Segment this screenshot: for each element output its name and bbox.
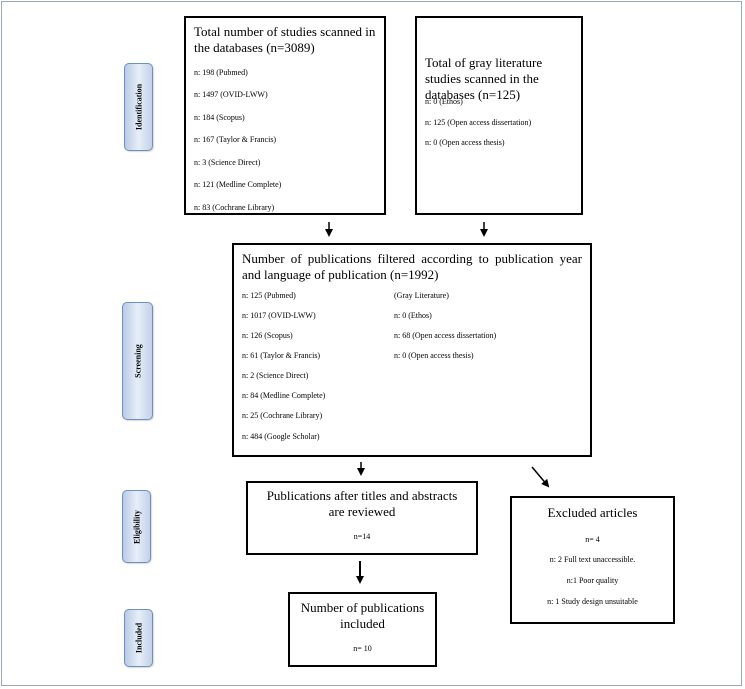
screening-gray-item: n: 68 (Open access dissertation) (394, 331, 497, 340)
db-item: n: 1497 (OVID-LWW) (194, 90, 268, 99)
screening-item: n: 61 (Taylor & Francis) (242, 351, 321, 360)
excluded-box: Excluded articles n= 4 n: 2 Full text un… (510, 496, 675, 624)
excluded-item: n:1 Poor quality (566, 576, 619, 585)
stage-label-identification: Identification (124, 63, 153, 151)
screening-item: n: 25 (Cochrane Library) (242, 411, 323, 420)
screening-item: n: 484 (Google Scholar) (242, 432, 320, 441)
db-item: n: 83 (Cochrane Library) (194, 203, 275, 212)
arrow-screening-to-excluded (531, 466, 550, 488)
stage-label-screening: Screening (122, 302, 153, 420)
db-item: n: 198 (Pubmed) (194, 68, 248, 77)
db-item: n: 167 (Taylor & Francis) (194, 135, 277, 144)
screening-gray-item: (Gray Literature) (394, 291, 449, 300)
included-count: n= 10 (353, 644, 372, 653)
screening-gray-item: n: 0 (Ethos) (394, 311, 432, 320)
excluded-item: n: 2 Full text unaccessible. (549, 555, 636, 564)
screening-item: n: 125 (Pubmed) (242, 291, 296, 300)
screening-item: n: 84 (Medline Complete) (242, 391, 326, 400)
screening-item: n: 126 (Scopus) (242, 331, 293, 340)
screening-box: Number of publications filtered accordin… (232, 243, 592, 457)
gray-item: n: 125 (Open access dissertation) (425, 118, 532, 127)
eligibility-title: Publications after titles and abstracts … (266, 488, 458, 519)
excluded-title: Excluded articles (547, 505, 638, 520)
identification-databases-box: Total number of studies scanned in the d… (184, 16, 386, 215)
screening-title: Number of publications filtered accordin… (242, 251, 582, 282)
db-item: n: 121 (Medline Complete) (194, 180, 282, 189)
identification-databases-title: Total number of studies scanned in the d… (194, 24, 376, 55)
screening-item: n: 1017 (OVID-LWW) (242, 311, 316, 320)
db-item: n: 3 (Science Direct) (194, 158, 261, 167)
excluded-item: n: 1 Study design unsuitable (547, 597, 638, 606)
excluded-item: n= 4 (585, 535, 600, 544)
eligibility-count: n=14 (353, 532, 371, 541)
gray-item: n: 0 (Open access thesis) (425, 138, 505, 147)
screening-item: n: 2 (Science Direct) (242, 371, 309, 380)
screening-gray-item: n: 0 (Open access thesis) (394, 351, 474, 360)
eligibility-box: Publications after titles and abstracts … (246, 481, 478, 555)
included-title: Number of publications included (300, 600, 425, 631)
stage-label-included: Included (124, 609, 153, 667)
gray-item: n: 0 (Ethos) (425, 97, 463, 106)
db-item: n: 184 (Scopus) (194, 113, 245, 122)
identification-gray-title: Total of gray literature studies scanned… (425, 55, 543, 102)
included-box: Number of publications included n= 10 (288, 592, 437, 667)
stage-label-eligibility: Eligibility (122, 490, 151, 563)
identification-gray-box: Total of gray literature studies scanned… (415, 16, 583, 215)
